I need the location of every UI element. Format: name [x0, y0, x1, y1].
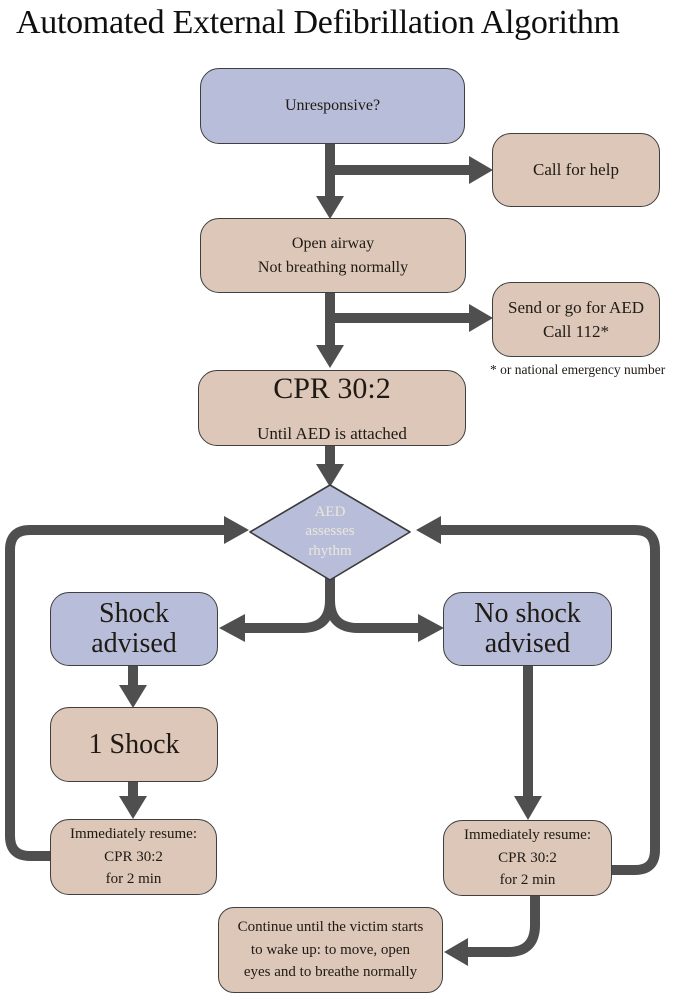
diamond-aed-assesses-shape: [249, 484, 411, 581]
node-send-aed: Send or go for AED Call 112*: [492, 282, 660, 357]
node-open-airway: Open airway Not breathing normally: [200, 218, 466, 293]
node-resume-after-shock: Immediately resume: CPR 30:2 for 2 min: [50, 819, 217, 895]
node-shock-advised: Shock advised: [50, 592, 218, 666]
arrow-shock-to-oneshock: [119, 666, 147, 708]
arrow-resume-to-continue: [444, 894, 540, 966]
node-resume-no-shock-label: Immediately resume: CPR 30:2 for 2 min: [463, 827, 592, 889]
node-no-shock-advised-label: No shock advised: [474, 598, 581, 659]
arrow-branch-call-for-help: [330, 156, 493, 184]
node-call-for-help-label: Call for help: [533, 160, 619, 180]
arrow-loop-left: [5, 516, 249, 861]
node-resume-after-shock-label: Immediately resume: CPR 30:2 for 2 min: [69, 826, 198, 888]
arrow-loop-right: [416, 516, 660, 875]
node-unresponsive: Unresponsive?: [200, 68, 465, 144]
emergency-number-footnote: * or national emergency number: [490, 362, 666, 377]
node-unresponsive-label: Unresponsive?: [284, 97, 381, 115]
node-resume-no-shock: Immediately resume: CPR 30:2 for 2 min: [443, 820, 612, 896]
node-continue-until-wake: Continue until the victim starts to wake…: [218, 907, 443, 993]
arrow-noshock-to-resume: [514, 666, 542, 820]
node-cpr-heading: CPR 30:2: [273, 372, 391, 406]
node-no-shock-advised: No shock advised: [443, 592, 612, 666]
arrow-branch-send-aed: [330, 304, 493, 332]
node-cpr: CPR 30:2 Until AED is attached: [198, 370, 466, 446]
arrow-split-right: [325, 576, 444, 642]
node-continue-until-wake-label: Continue until the victim starts to wake…: [237, 919, 424, 981]
node-cpr-text: CPR 30:2 Until AED is attached: [257, 354, 407, 461]
node-open-airway-label: Open airway Not breathing normally: [257, 235, 409, 276]
node-cpr-subtext: Until AED is attached: [257, 423, 407, 443]
node-aed-assesses-label: AED assesses rhythm: [305, 503, 355, 559]
arrow-split-left: [219, 576, 335, 642]
page-title: Automated External Defibrillation Algori…: [16, 4, 620, 41]
node-one-shock: 1 Shock: [50, 707, 218, 782]
arrow-cpr-to-aed: [316, 446, 344, 487]
arrow-oneshock-to-resume: [119, 782, 147, 819]
node-shock-advised-label: Shock advised: [91, 598, 177, 659]
arrow-unresponsive-down: [316, 144, 344, 219]
node-call-for-help: Call for help: [492, 133, 660, 207]
node-send-aed-label: Send or go for AED Call 112*: [508, 297, 644, 341]
node-one-shock-label: 1 Shock: [88, 728, 180, 760]
